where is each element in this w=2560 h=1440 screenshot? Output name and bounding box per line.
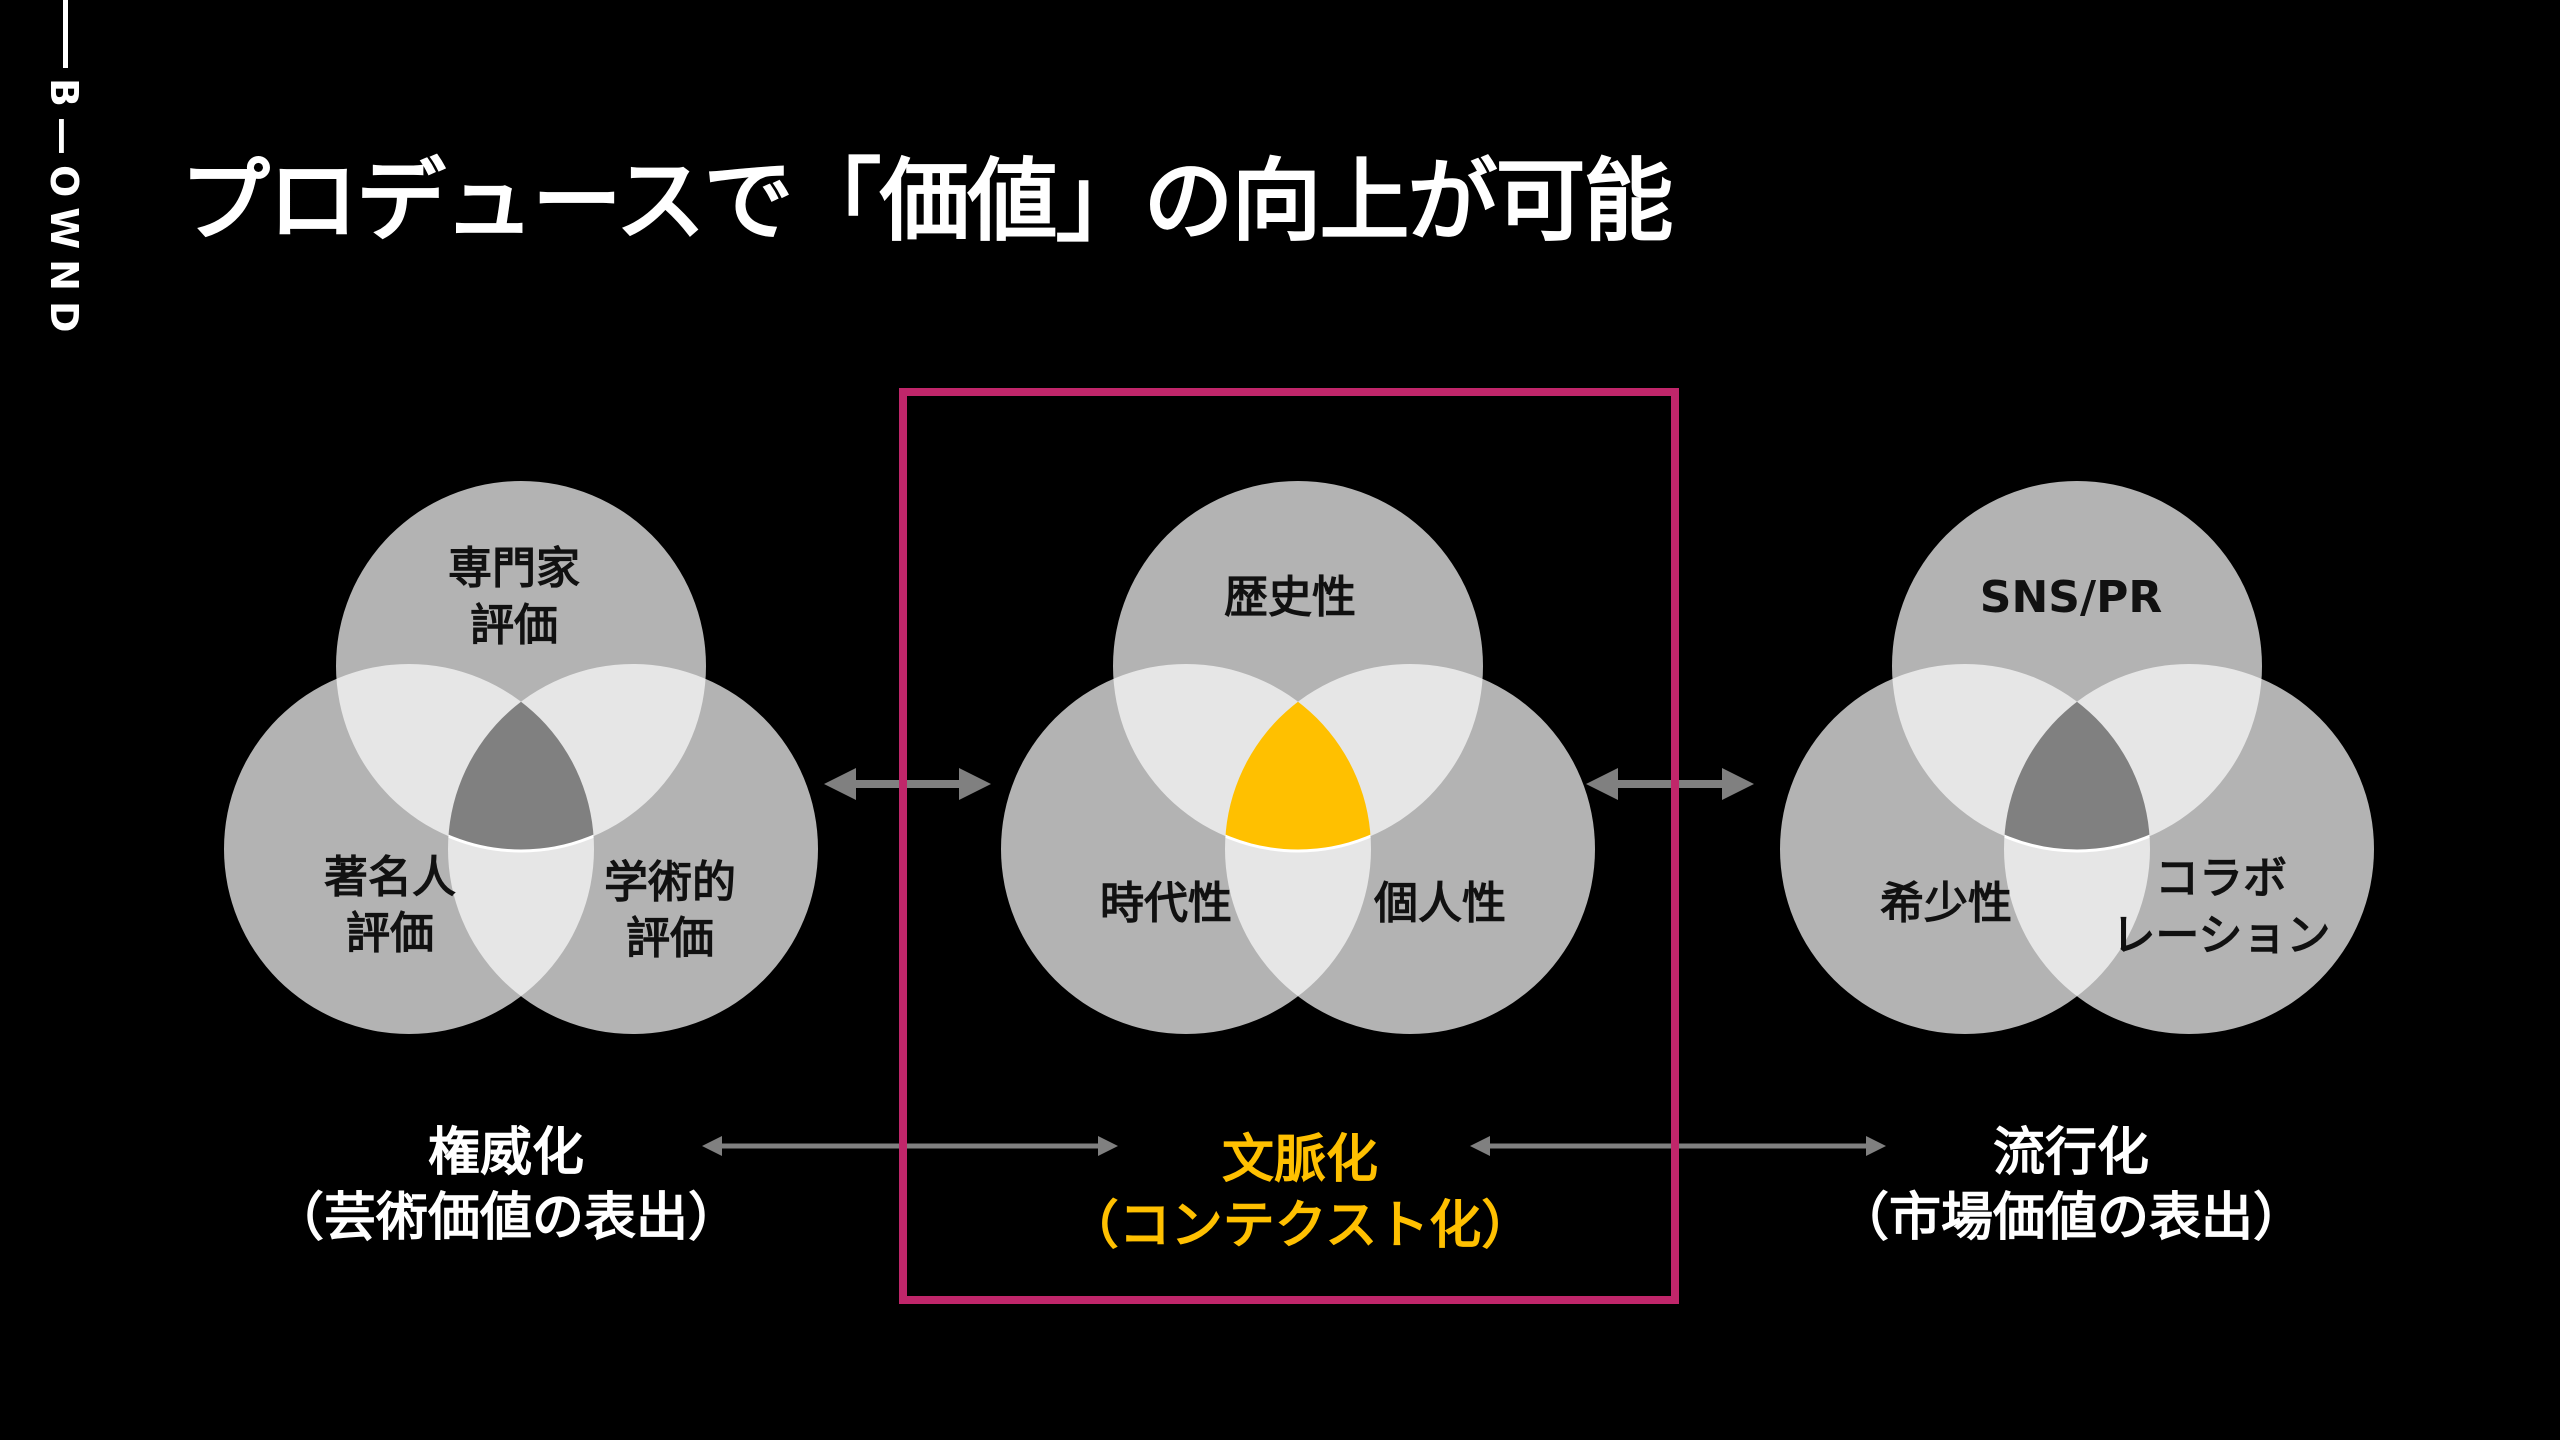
caption-subtitle: （コンテクスト化） [1067,1196,1533,1256]
venn-label-right: 評価 [626,913,714,964]
venn-label-top: 評価 [470,600,558,651]
caption-subtitle: （市場価値の表出） [1837,1188,2305,1248]
venn-label-top: 歴史性 [1224,572,1356,623]
highlight-frame [899,388,1679,1304]
venn-label-right: コラボ [2155,853,2287,904]
venn-label-right: 学術的 [604,857,736,908]
caption-title: 権威化 [428,1123,584,1183]
venn [224,481,818,1034]
caption-subtitle: （芸術価値の表出） [272,1188,740,1248]
venn [1780,481,2374,1034]
venn-label-top: SNS/PR [1980,572,2162,623]
venn [1001,481,1595,1034]
venn-label-left: 著名人 [324,852,456,903]
caption-title: 流行化 [1993,1123,2149,1183]
page-title: プロデュースで「価値」の向上が可能 [180,149,1673,254]
venn-label-right: 個人性 [1373,878,1506,929]
caption-title: 文脈化 [1222,1130,1378,1190]
venn-label-left: 希少性 [1880,878,2012,929]
venn-label-top: 専門家 [448,543,580,594]
logo-line [63,0,68,68]
venn-label-right: レーション [2111,910,2330,961]
venn-label-left: 時代性 [1100,878,1232,929]
venn-label-left: 評価 [346,908,434,959]
